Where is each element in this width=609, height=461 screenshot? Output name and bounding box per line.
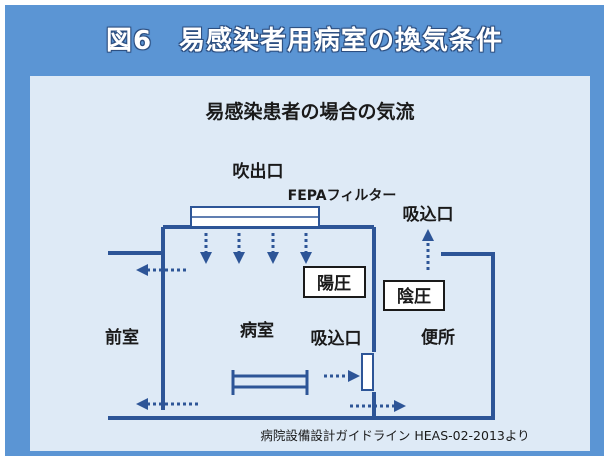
supply-outlet [190,206,320,228]
filter-label: FEPAフィルター [288,188,397,204]
positive-pressure-label: 陽圧 [317,274,351,294]
leak-airflow-arrows [136,264,198,410]
toilet-label: 便所 [421,327,455,348]
supply-outlet-label: 吹出口 [233,161,284,182]
exhaust-grille [361,353,374,391]
source-citation: 病院設備設計ガイドライン HEAS-02-2013より [260,428,529,443]
anteroom-label: 前室 [105,327,139,348]
diagram-panel [30,76,590,451]
walls [108,225,495,420]
toilet-exhaust-label: 吸込口 [403,205,454,225]
room-exhaust-label: 吸込口 [311,329,362,349]
positive-pressure-box [303,266,366,298]
supply-airflow-arrows [200,233,312,264]
toilet-wall-and-floor [108,252,495,420]
diagram-subtitle: 易感染患者の場合の気流 [205,100,414,123]
negative-pressure-label: 陰圧 [397,286,431,307]
patient-room-label: 病室 [240,320,274,341]
exhaust-airflow-arrows [324,229,434,412]
negative-pressure-box [383,280,445,311]
figure-title: 図6 易感染者用病室の換気条件 [105,25,504,56]
title-bar: 図6 易感染者用病室の換気条件 [5,5,604,71]
bed [231,370,309,395]
